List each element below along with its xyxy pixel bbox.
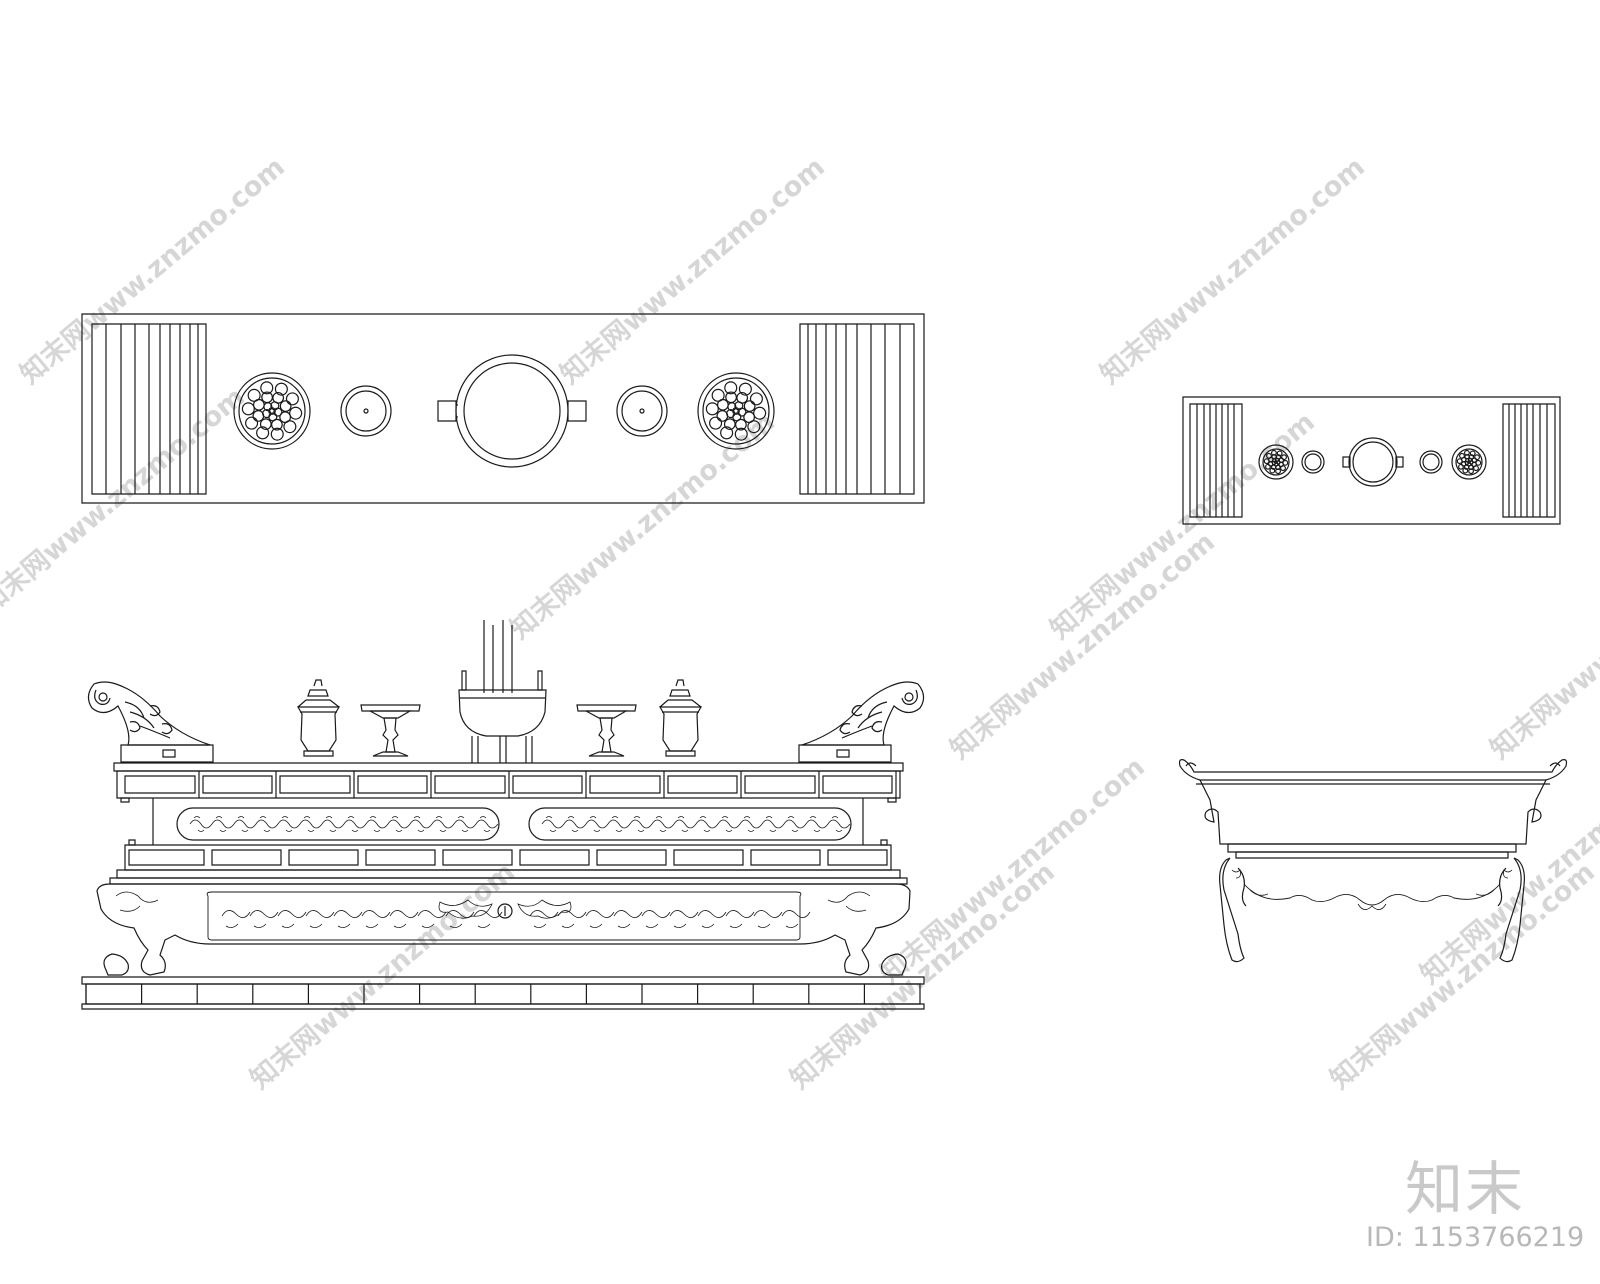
watermark-text: 知末网www.znzmo.com <box>15 152 291 391</box>
watermark-text: 知末网www.znzmo.com <box>505 407 781 646</box>
watermark-text: 知末网www.znzmo.com <box>785 857 1061 1096</box>
watermark-text: 知末网www.znzmo.com <box>1485 527 1600 766</box>
altar-waist-carved-panels <box>153 798 863 845</box>
watermark-text: 知末网www.znzmo.com <box>555 152 831 391</box>
candle-stand-left-elevation <box>361 705 420 756</box>
altar-plan-view-small <box>1183 397 1560 524</box>
flower-vase-top-left <box>234 373 310 449</box>
left-scroll-end-ornament <box>88 682 213 762</box>
left-scroll-end-lines <box>92 324 206 494</box>
flower-vase-top-right <box>698 373 774 449</box>
flower-vase-right-elevation <box>660 680 701 756</box>
altar-carved-apron <box>97 884 910 975</box>
watermark-text: 知末网www.znzmo.com <box>1325 857 1600 1096</box>
watermark-text: 知末网www.znzmo.com <box>945 527 1221 766</box>
watermark-text: 知末网www.znzmo.com <box>875 752 1151 991</box>
altar-front-elevation <box>82 620 924 1009</box>
brand-logo: 知末 <box>1405 1155 1526 1223</box>
altar-top-board <box>114 763 903 802</box>
candle-holder-top-right <box>617 386 667 436</box>
candle-holder-top-left <box>341 386 391 436</box>
right-scroll-end-ornament <box>799 682 924 762</box>
altar-middle-rail <box>110 840 907 884</box>
incense-burner-elevation <box>459 671 546 763</box>
incense-sticks <box>484 620 512 693</box>
altar-side-elevation <box>1180 760 1567 962</box>
incense-burner-top <box>438 355 586 467</box>
watermark-text: 知末网www.znzmo.com <box>1095 152 1371 391</box>
altar-base-platform <box>82 977 924 1009</box>
altar-plan-view-large <box>82 314 924 503</box>
right-scroll-end-lines <box>800 324 914 494</box>
candle-stand-right-elevation <box>577 705 636 756</box>
brand-id-label: ID: 1153766219 <box>1366 1222 1585 1253</box>
watermark-text: 知末网www.znzmo.com <box>0 382 251 621</box>
flower-vase-left-elevation <box>298 680 339 756</box>
